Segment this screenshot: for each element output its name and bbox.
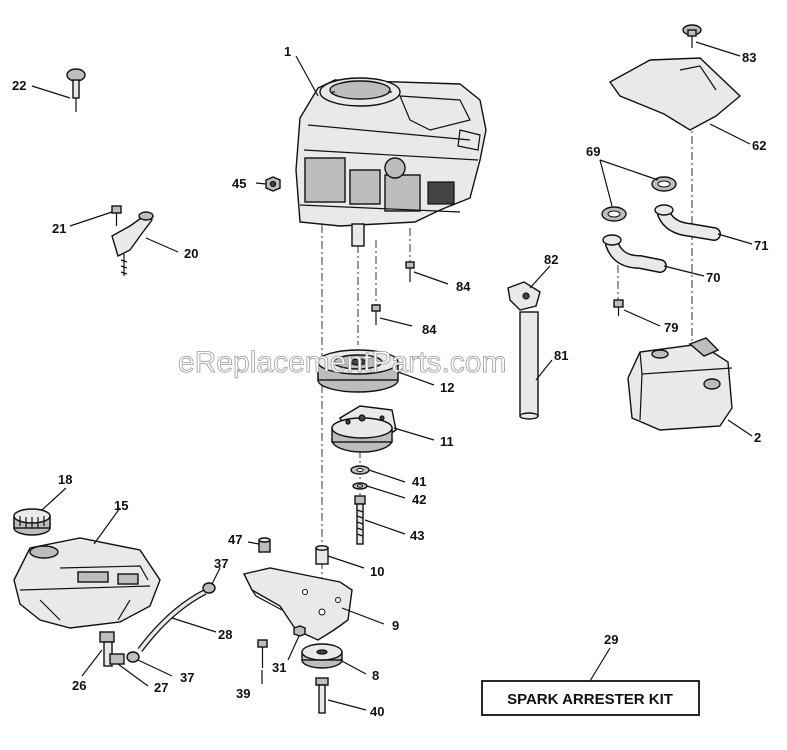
callout-37-lower: 37 — [180, 670, 194, 685]
callout-40: 40 — [370, 704, 384, 719]
callout-84-upper: 84 — [456, 279, 471, 294]
part-71-exhaust-pipe — [654, 204, 721, 241]
part-28-fuel-hose — [137, 589, 207, 652]
callout-71: 71 — [754, 238, 768, 253]
part-37-clamp-upper — [202, 582, 216, 594]
callout-41: 41 — [412, 474, 426, 489]
part-62-heat-shield — [608, 57, 742, 131]
callout-81: 81 — [554, 348, 568, 363]
callout-20: 20 — [184, 246, 198, 261]
callout-42: 42 — [412, 492, 426, 507]
callout-18: 18 — [58, 472, 72, 487]
part-69-gaskets — [601, 176, 677, 222]
part-39-bolt — [257, 639, 268, 668]
callout-70: 70 — [706, 270, 720, 285]
part-40-bolt — [315, 677, 329, 714]
callout-27: 27 — [154, 680, 168, 695]
callout-11: 11 — [440, 434, 454, 449]
part-31-nut — [293, 625, 306, 637]
part-18-fuel-cap — [13, 508, 51, 536]
part-43-bolt — [354, 495, 366, 545]
callout-9: 9 — [392, 618, 399, 633]
part-15-fuel-tank — [13, 537, 161, 629]
callout-22: 22 — [12, 78, 26, 93]
part-20-bracket — [111, 211, 154, 276]
part-27-valve — [109, 653, 125, 665]
part-84-bolt-upper — [405, 261, 415, 282]
callout-10: 10 — [370, 564, 384, 579]
part-81-tube — [519, 311, 539, 420]
callout-82: 82 — [544, 252, 558, 267]
part-10-spacer — [315, 545, 329, 565]
callout-37-upper: 37 — [214, 556, 228, 571]
part-42-washer — [352, 482, 368, 490]
engine — [295, 77, 487, 247]
callout-79: 79 — [664, 320, 678, 335]
part-11-clutch — [331, 405, 397, 453]
part-12-pulley — [317, 349, 399, 393]
part-84-bolt-lower — [371, 304, 381, 325]
callout-15: 15 — [114, 498, 128, 513]
part-37-clamp-lower — [126, 651, 140, 663]
callout-43: 43 — [410, 528, 424, 543]
callout-labels: 1 22 45 21 20 84 84 12 11 41 42 43 47 10… — [12, 44, 768, 719]
part-22-push-pin — [66, 68, 86, 112]
callout-45: 45 — [232, 176, 246, 191]
leader-lines — [31, 41, 753, 711]
part-8-idler-pulley — [301, 643, 343, 669]
kit-label: SPARK ARRESTER KIT — [507, 691, 673, 708]
part-45-nut — [265, 176, 281, 192]
callout-1: 1 — [284, 44, 291, 59]
callout-12: 12 — [440, 380, 454, 395]
part-21-screw — [111, 205, 122, 226]
callout-26: 26 — [72, 678, 86, 693]
callout-31: 31 — [272, 660, 286, 675]
callout-39: 39 — [236, 686, 250, 701]
spark-arrester-kit-box: SPARK ARRESTER KIT — [481, 680, 700, 716]
part-47-spacer — [258, 537, 271, 553]
part-82-elbow — [507, 281, 541, 311]
callout-84-lower: 84 — [422, 322, 437, 337]
part-41-washer — [350, 465, 370, 475]
callout-2: 2 — [754, 430, 761, 445]
callout-8: 8 — [372, 668, 379, 683]
part-70-exhaust-pipe — [602, 234, 667, 273]
callout-21: 21 — [52, 221, 66, 236]
part-83-bolt — [682, 24, 702, 48]
part-9-bracket — [242, 567, 353, 641]
callout-83: 83 — [742, 50, 756, 65]
callout-62: 62 — [752, 138, 766, 153]
watermark: eReplacementParts.com — [178, 346, 506, 379]
callout-47: 47 — [228, 532, 242, 547]
part-2-muffler — [627, 337, 733, 431]
callout-29: 29 — [604, 632, 618, 647]
callout-69: 69 — [586, 144, 600, 159]
part-79-bolt — [613, 299, 624, 316]
callout-28: 28 — [218, 627, 232, 642]
